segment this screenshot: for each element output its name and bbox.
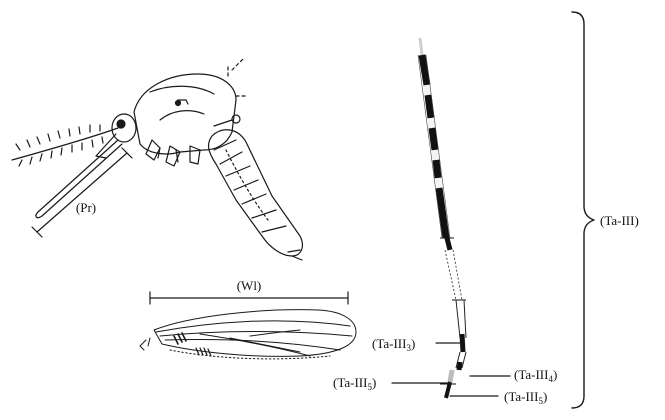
mosquito-body-illustration [12,58,302,260]
tarsomere-4 [456,352,466,370]
tarsomere-4-label: (Ta-III4) [514,367,557,384]
wing-length-label: (Wl) [237,278,262,293]
abdomen [209,130,303,260]
antenna [12,125,118,166]
head [112,114,136,142]
tarsomere-3 [456,300,466,352]
wing-illustration [140,310,356,359]
hind-tarsus-illustration [418,38,466,398]
proboscis-measure-line [32,148,132,237]
tarsomere-5-left-label: (Ta-III5) [333,375,376,392]
tarsomere-3-label: (Ta-III3) [372,336,415,353]
wing-measure-line [150,292,348,304]
proboscis-label: (Pr) [76,200,96,215]
tarsomere-1 [418,55,450,238]
tarsomere-5-right-label: (Ta-III5) [504,389,547,406]
tarsomere-2 [445,238,462,300]
tarsomere-5 [440,370,456,398]
tarsus-brace [572,12,594,408]
hind-tarsus-label: (Ta-III) [600,213,639,228]
